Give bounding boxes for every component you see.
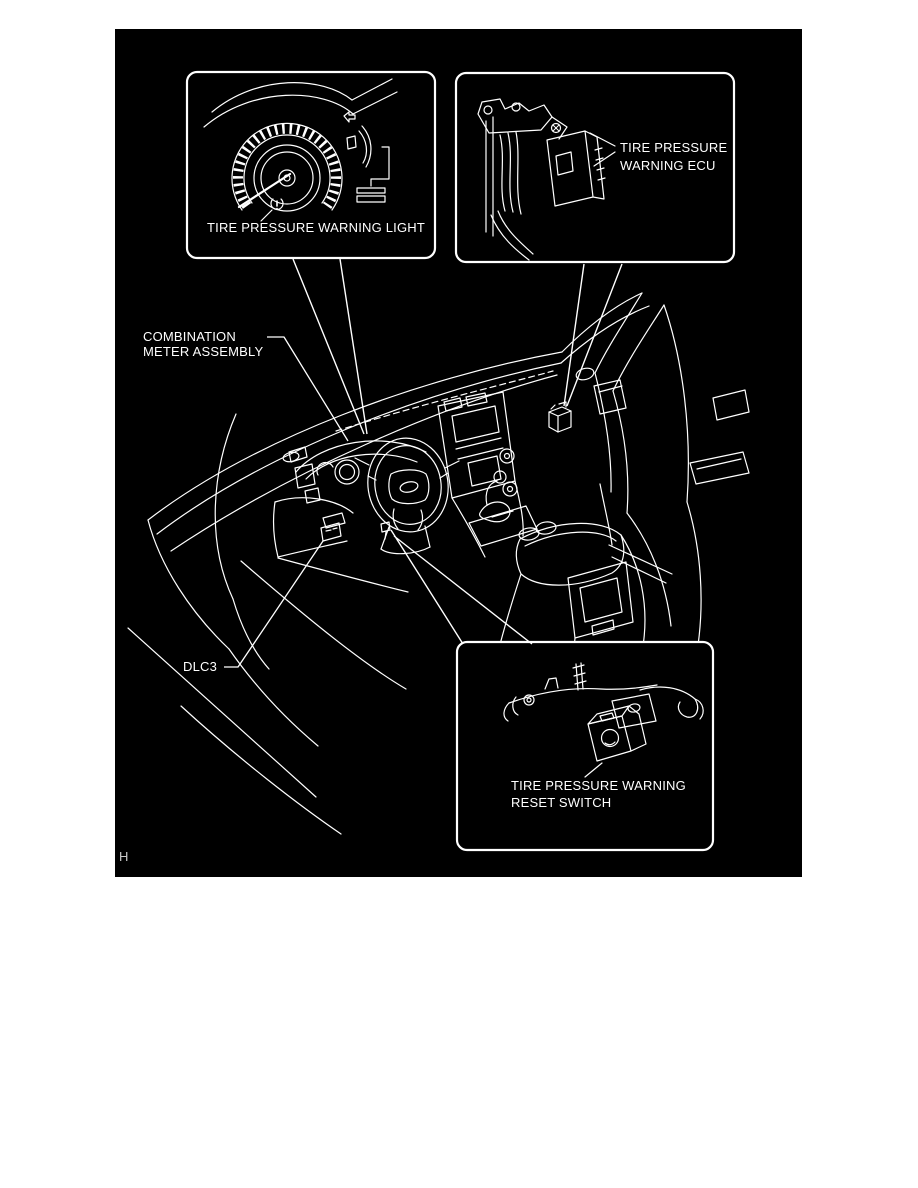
ecu-location-mark bbox=[548, 401, 572, 433]
reset-switch-location-mark bbox=[380, 521, 391, 533]
leader-line-dlc3 bbox=[224, 540, 324, 668]
funnel-reset-switch bbox=[390, 529, 533, 645]
reset-switch-callout-label: TIRE PRESSURE WARNING RESET SWITCH bbox=[511, 777, 686, 811]
dlc3-connector bbox=[320, 522, 342, 542]
combination-meter-label: COMBINATION METER ASSEMBLY bbox=[143, 329, 263, 359]
left-dash-side bbox=[127, 413, 409, 835]
combination-meter-label-line2: METER ASSEMBLY bbox=[143, 344, 264, 359]
leader-line-combination-meter bbox=[267, 336, 349, 442]
ecu-callout-label: TIRE PRESSURE WARNING ECU bbox=[620, 139, 727, 175]
reset-switch-body bbox=[587, 705, 647, 762]
leader-line-ecu bbox=[589, 132, 616, 167]
a-pillar-right-door bbox=[560, 292, 750, 653]
ecu-illustration bbox=[477, 98, 616, 261]
reset-switch-callout-label-line2: RESET SWITCH bbox=[511, 795, 612, 810]
dash-top-cowl bbox=[147, 351, 563, 552]
funnel-warning-light bbox=[292, 258, 368, 435]
gauge-needle bbox=[237, 172, 292, 209]
page-footer-mark: H bbox=[119, 849, 129, 864]
speedometer-illustration bbox=[203, 78, 398, 222]
leader-line-reset-switch bbox=[584, 762, 603, 778]
tpms-warning-light-icon bbox=[270, 198, 284, 211]
reset-switch-callout-label-line1: TIRE PRESSURE WARNING bbox=[511, 778, 686, 793]
callout-box-warning-light bbox=[185, 70, 437, 260]
center-stack bbox=[437, 391, 524, 558]
dlc3-label: DLC3 bbox=[183, 659, 218, 674]
steering-wheel bbox=[354, 437, 460, 555]
callout-box-ecu bbox=[454, 71, 736, 264]
funnel-ecu bbox=[563, 263, 623, 407]
reset-switch-illustration bbox=[503, 662, 704, 778]
leader-line-warning-light bbox=[260, 209, 273, 222]
ecu-callout-label-line1: TIRE PRESSURE bbox=[620, 140, 728, 155]
combination-meter-label-line1: COMBINATION bbox=[143, 329, 236, 344]
warning-light-callout-label: TIRE PRESSURE WARNING LIGHT bbox=[207, 220, 425, 235]
ecu-callout-label-line2: WARNING ECU bbox=[620, 158, 716, 173]
arrow-icon bbox=[343, 111, 356, 123]
dashboard-illustration bbox=[127, 292, 750, 835]
